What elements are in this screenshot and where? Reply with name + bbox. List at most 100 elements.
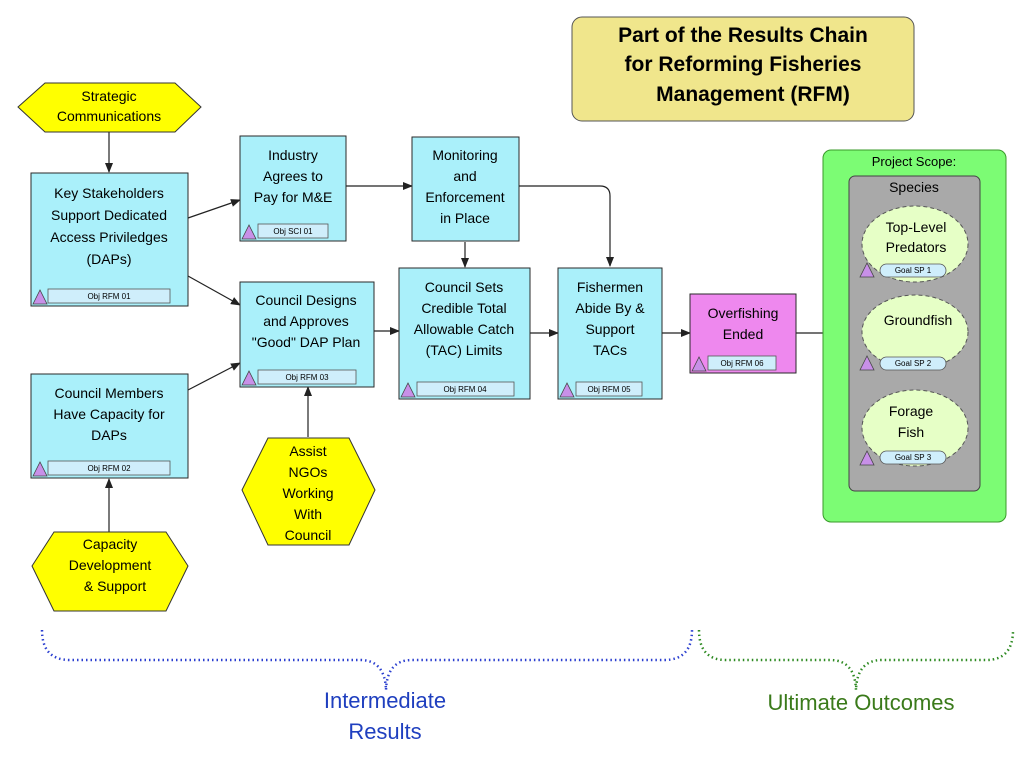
factor-marker-icon [32,461,48,477]
svg-text:Pay for M&E: Pay for M&E [254,189,333,205]
intermediate-label-line-2: Results [348,719,421,744]
objective-tag [257,369,357,385]
svg-text:TACs: TACs [593,342,627,358]
svg-text:Fish: Fish [898,424,924,440]
svg-text:Abide By &: Abide By & [575,300,645,316]
svg-text:Goal SP 1: Goal SP 1 [895,266,932,275]
svg-text:Obj RFM 04: Obj RFM 04 [443,385,487,394]
svg-text:Council Members: Council Members [55,385,164,401]
title-line-1: Part of the Results Chain [618,24,868,47]
project-scope: Project Scope: Species Top-Level Predato… [822,149,1007,523]
svg-text:Obj RFM 03: Obj RFM 03 [285,373,329,382]
result-council-sets[interactable]: Council Sets Credible Total Allowable Ca… [398,267,531,400]
target-forage-fish[interactable]: Forage Fish Goal SP 3 [859,389,969,467]
svg-text:Council Sets: Council Sets [425,279,504,295]
svg-text:"Good" DAP Plan: "Good" DAP Plan [252,334,361,350]
svg-text:Key Stakeholders: Key Stakeholders [54,185,164,201]
ultimate-label: Ultimate Outcomes [767,690,954,715]
target-marker-icon [859,262,875,278]
title-line-3: Management (RFM) [656,83,850,106]
svg-text:Overfishing: Overfishing [708,305,779,321]
objective-tag [416,381,515,397]
svg-text:Ended: Ended [723,326,763,342]
svg-text:Development: Development [69,557,152,573]
svg-text:& Support: & Support [84,578,146,594]
objective-tag [47,288,171,304]
svg-text:Obj RFM 06: Obj RFM 06 [720,359,764,368]
svg-text:and Approves: and Approves [263,313,349,329]
connectors [105,132,851,532]
factor-marker-icon [32,289,48,305]
svg-text:Obj RFM 01: Obj RFM 01 [87,292,131,301]
diagram-title: Part of the Results Chain for Reforming … [571,16,915,122]
svg-text:Assist: Assist [289,443,326,459]
svg-text:Industry: Industry [268,147,318,163]
target-groundfish[interactable]: Groundfish Goal SP 2 [859,294,969,371]
factor-marker-icon [691,356,707,372]
svg-text:(TAC) Limits: (TAC) Limits [426,342,503,358]
strategy-strategic-communications[interactable]: Strategic Communications [17,82,202,133]
svg-text:(DAPs): (DAPs) [86,251,131,267]
svg-text:in Place: in Place [440,210,490,226]
svg-text:Predators: Predators [886,239,947,255]
target-top-level-predators[interactable]: Top-Level Predators Goal SP 1 [859,205,969,283]
svg-text:Goal SP 3: Goal SP 3 [895,453,932,462]
svg-text:Groundfish: Groundfish [884,312,952,328]
result-monitoring[interactable]: Monitoring and Enforcement in Place [411,136,520,242]
svg-text:Capacity: Capacity [83,536,137,552]
ultimate-bracket: Ultimate Outcomes [697,629,1015,715]
svg-text:Allowable Catch: Allowable Catch [414,321,514,337]
svg-text:Strategic: Strategic [81,88,136,104]
objective-tag [257,223,329,239]
svg-text:Credible Total: Credible Total [421,300,506,316]
svg-text:Enforcement: Enforcement [425,189,504,205]
objective-tag [575,381,643,397]
svg-text:Have Capacity for: Have Capacity for [53,406,165,422]
svg-text:NGOs: NGOs [289,464,328,480]
factor-marker-icon [241,224,257,240]
goal-tag [879,356,947,371]
objective-tag [47,460,171,476]
target-marker-icon [859,355,875,371]
target-marker-icon [859,450,875,466]
svg-text:Access Priviledges: Access Priviledges [50,229,168,245]
svg-text:Council Designs: Council Designs [255,292,356,308]
result-industry-agrees[interactable]: Industry Agrees to Pay for M&E Obj SCI 0… [239,135,347,242]
strategy-assist-ngos[interactable]: Assist NGOs Working With Council [241,437,376,546]
svg-text:Obj RFM 02: Obj RFM 02 [87,464,131,473]
factor-marker-icon [241,370,257,386]
factor-marker-icon [400,382,416,398]
strategy-capacity-development[interactable]: Capacity Development & Support [31,531,189,612]
svg-text:Council: Council [285,527,332,543]
svg-text:Goal SP 2: Goal SP 2 [895,359,932,368]
species-title: Species [889,179,939,195]
svg-text:Working: Working [282,485,333,501]
svg-text:Obj SCI 01: Obj SCI 01 [273,227,313,236]
objective-tag [707,355,777,371]
svg-text:Support: Support [585,321,634,337]
intermediate-label-line-1: Intermediate [324,688,446,713]
svg-text:Top-Level: Top-Level [886,219,947,235]
svg-text:DAPs: DAPs [91,427,127,443]
arrow-stakeholders-to-council-designs [187,275,241,306]
result-overfishing-ended[interactable]: Overfishing Ended Obj RFM 06 [689,293,797,374]
arrow-stakeholders-to-industry [187,199,241,219]
svg-text:With: With [294,506,322,522]
result-fishermen[interactable]: Fishermen Abide By & Support TACs Obj RF… [557,267,663,400]
result-council-members[interactable]: Council Members Have Capacity for DAPs O… [30,373,189,479]
svg-text:Monitoring: Monitoring [432,147,497,163]
arrow-monitoring-to-fishermen [519,185,614,267]
factor-marker-icon [559,382,575,398]
title-line-2: for Reforming Fisheries [625,53,862,76]
arrow-council-members-to-designs [187,362,241,391]
result-key-stakeholders[interactable]: Key Stakeholders Support Dedicated Acces… [30,172,189,307]
result-council-designs[interactable]: Council Designs and Approves "Good" DAP … [239,281,375,388]
svg-text:Agrees to: Agrees to [263,168,323,184]
svg-text:Obj RFM 05: Obj RFM 05 [587,385,631,394]
project-scope-title: Project Scope: [872,154,957,169]
svg-text:Fishermen: Fishermen [577,279,643,295]
intermediate-bracket: Intermediate Results [40,629,694,744]
svg-text:Forage: Forage [889,403,934,419]
svg-text:and: and [453,168,476,184]
